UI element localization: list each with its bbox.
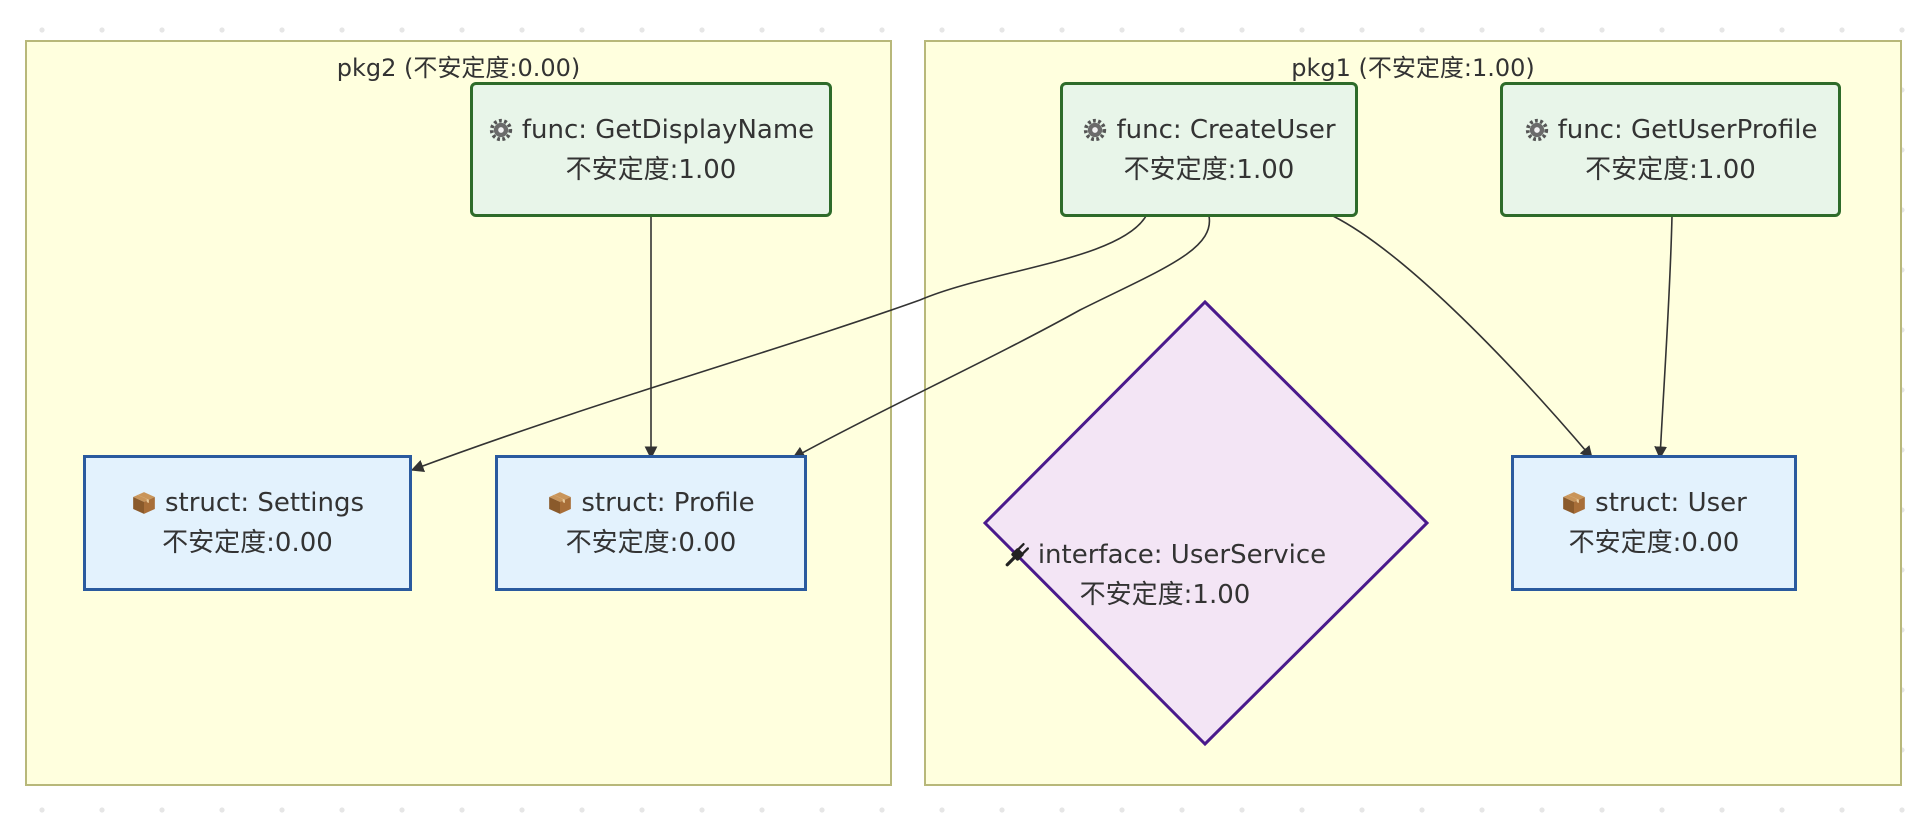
node-title: func: CreateUser — [1116, 114, 1336, 145]
cluster-label-pkg2: pkg2 (不安定度:0.00) — [336, 54, 581, 82]
node-instability: 不安定度:0.00 — [1568, 528, 1740, 558]
node-struct-user[interactable]: struct: User 不安定度:0.00 — [1511, 455, 1797, 591]
gear-icon — [1524, 117, 1550, 143]
edge-createuser-settings — [410, 215, 1147, 472]
node-instability: 不安定度:0.00 — [162, 528, 333, 558]
gear-icon — [488, 117, 514, 143]
edge-createuser-profile — [791, 215, 1211, 459]
node-func-getdisplayname[interactable]: func: GetDisplayName 不安定度:1.00 — [470, 82, 832, 217]
edge-getuserprofile-user — [1654, 215, 1673, 460]
node-struct-profile[interactable]: struct: Profile 不安定度:0.00 — [495, 455, 807, 591]
node-title: struct: Profile — [581, 488, 755, 518]
node-struct-settings[interactable]: struct: Settings 不安定度:0.00 — [83, 455, 412, 591]
cluster-label-pkg1: pkg1 (不安定度:1.00) — [1291, 54, 1535, 82]
node-title: struct: User — [1595, 488, 1747, 518]
node-title: func: GetDisplayName — [521, 114, 815, 145]
node-interface-userservice[interactable]: interface: UserService 不安定度:1.00 — [985, 520, 1345, 630]
node-title: interface: UserService — [1037, 540, 1327, 570]
interface-diamond-shape[interactable] — [982, 299, 1430, 747]
node-instability: 不安定度:1.00 — [1585, 154, 1756, 185]
node-instability: 不安定度:1.00 — [1123, 154, 1295, 185]
gear-icon — [1082, 117, 1108, 143]
node-func-createuser[interactable]: func: CreateUser 不安定度:1.00 — [1060, 82, 1358, 217]
edge-createuser-user — [1332, 215, 1593, 459]
package-icon — [547, 490, 573, 516]
node-instability: 不安定度:1.00 — [1079, 580, 1251, 610]
node-func-getuserprofile[interactable]: func: GetUserProfile 不安定度:1.00 — [1500, 82, 1841, 217]
package-icon — [131, 490, 157, 516]
node-instability: 不安定度:1.00 — [565, 154, 737, 185]
node-title: struct: Settings — [164, 488, 365, 518]
plug-icon — [1004, 542, 1030, 568]
node-title: func: GetUserProfile — [1557, 114, 1818, 145]
node-instability: 不安定度:0.00 — [565, 528, 737, 558]
package-icon — [1561, 490, 1587, 516]
